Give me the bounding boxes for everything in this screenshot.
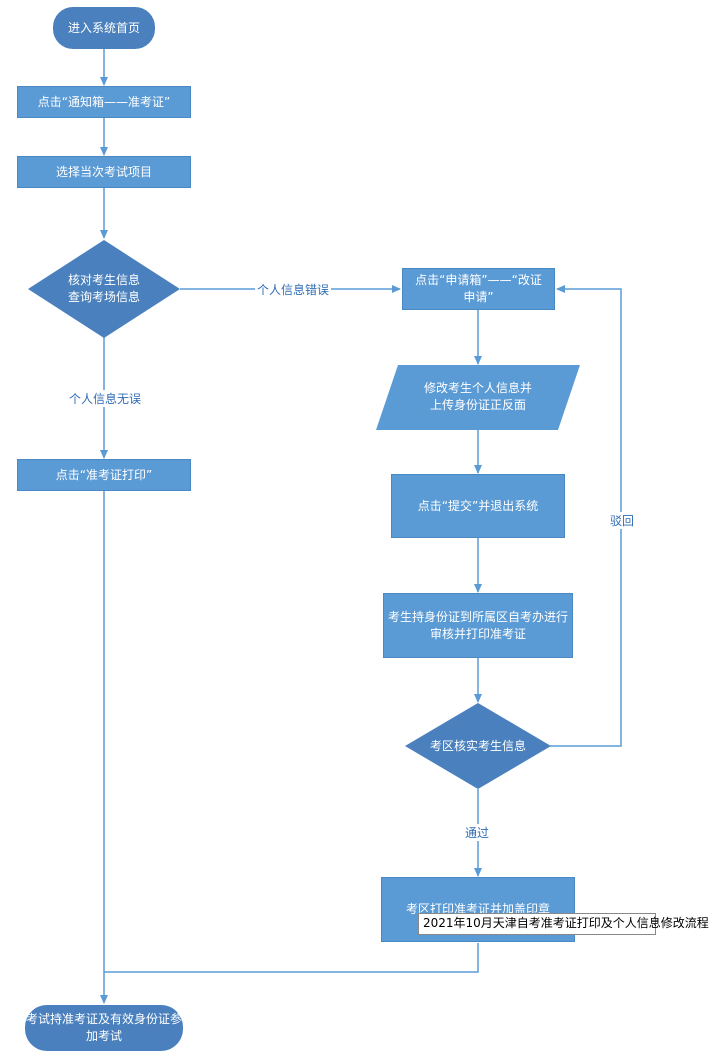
- modify-info-line-1: 修改考生个人信息并: [423, 381, 532, 395]
- edge-label-error: 个人信息错误: [255, 281, 332, 298]
- print-admission-node: 点击“准考证打印”: [17, 459, 191, 491]
- submit-exit-text: 点击“提交”并退出系统: [417, 498, 539, 513]
- visit-office-node: 考生持身份证到所属区自考办进行 审核并打印准考证: [383, 593, 573, 658]
- step-notify-text: 点击“通知箱——准考证”: [37, 94, 171, 109]
- step-select-exam-text: 选择当次考试项目: [55, 164, 152, 179]
- start-node-text: 进入系统首页: [67, 20, 140, 35]
- end-node-line-2: 加考试: [85, 1029, 122, 1043]
- visit-office-line-1: 考生持身份证到所属区自考办进行: [387, 609, 568, 624]
- flowchart-canvas: [28, 49, 622, 1004]
- modify-info-node: 修改考生个人信息并 上传身份证正反面: [390, 372, 566, 422]
- apply-change-line-1: 点击“申请箱”——“改证: [415, 273, 542, 287]
- edge-stamp-merge: [104, 943, 479, 973]
- end-node: 考试持准考证及有效身份证参 加考试: [25, 1005, 183, 1051]
- check-decision-node: 核对考生信息 查询考场信息: [28, 264, 180, 314]
- check-decision-shape: [28, 240, 180, 338]
- apply-change-line-2: 申请”: [463, 290, 494, 304]
- caption-overlay: 2021年10月天津自考准考证打印及个人信息修改流程: [418, 913, 709, 935]
- step-select-exam-node: 选择当次考试项目: [17, 156, 191, 188]
- apply-change-node: 点击“申请箱”——“改证 申请”: [402, 268, 555, 310]
- modify-info-line-2: 上传身份证正反面: [429, 398, 526, 412]
- print-admission-text: 点击“准考证打印”: [55, 467, 153, 482]
- check-decision-line-2: 查询考场信息: [67, 290, 140, 304]
- stamp-print-text: 考区打印准考证并加盖印章: [405, 902, 550, 916]
- edge-label-pass: 通过: [463, 824, 492, 841]
- edge-label-reject: 驳回: [608, 512, 637, 529]
- start-node: 进入系统首页: [53, 7, 155, 49]
- check-decision-line-1: 核对考生信息: [67, 273, 140, 287]
- verify-decision-node: 考区核实考生信息: [412, 736, 544, 756]
- verify-decision-text: 考区核实考生信息: [429, 738, 526, 753]
- visit-office-line-2: 审核并打印准考证: [429, 626, 526, 641]
- edge-label-ok: 个人信息无误: [67, 390, 144, 407]
- step-notify-node: 点击“通知箱——准考证”: [17, 86, 191, 118]
- end-node-line-1: 考试持准考证及有效身份证参: [25, 1012, 182, 1026]
- modify-io-shape: [376, 365, 580, 430]
- verify-decision-shape: [405, 703, 551, 789]
- submit-exit-node: 点击“提交”并退出系统: [391, 474, 565, 538]
